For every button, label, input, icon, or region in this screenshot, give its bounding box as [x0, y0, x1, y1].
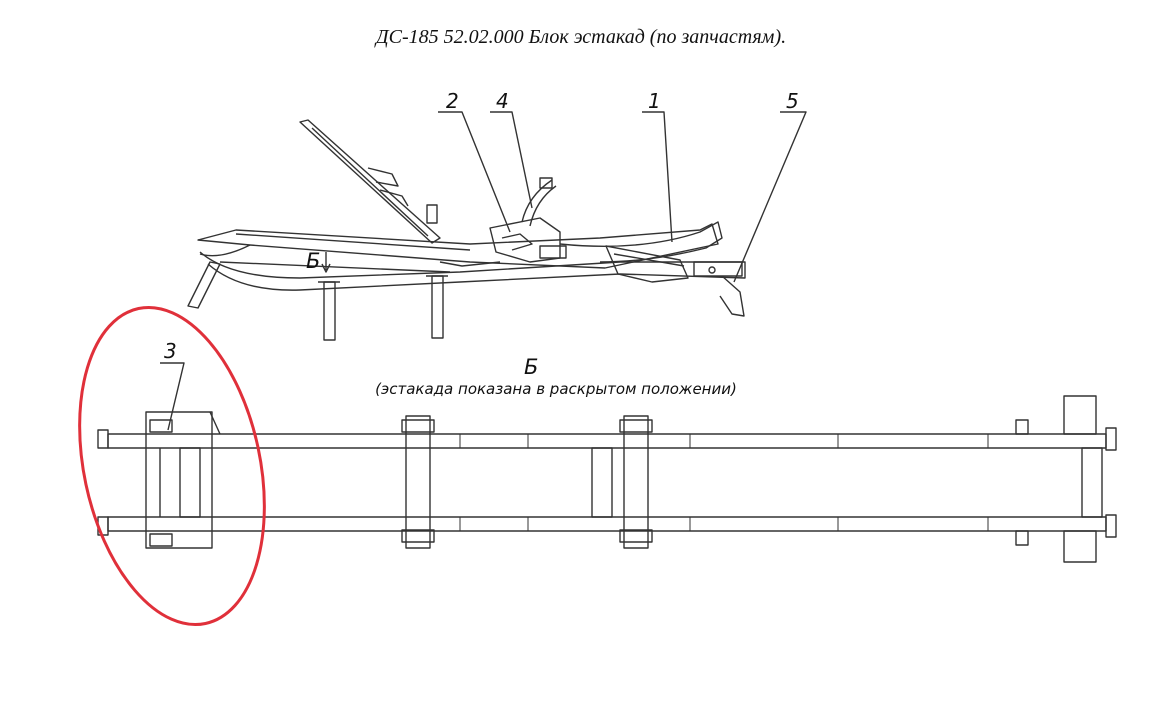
callout-label-2: 2: [446, 89, 459, 113]
side-main-frame: [197, 223, 746, 291]
callout-label-3: 3: [164, 339, 177, 363]
callout-label-1: 1: [648, 89, 661, 113]
view-marker-label: Б: [306, 249, 320, 273]
side-legs: [187, 261, 448, 341]
plan-view: [97, 362, 1117, 563]
deck-section: [559, 221, 745, 317]
cross-support-1: [401, 415, 435, 549]
highlight-ellipse: [78, 305, 266, 627]
page-title: ДС-185 52.02.000 Блок эстакад (по запчас…: [375, 26, 787, 48]
lever-mechanism: [489, 177, 567, 263]
plan-view-label: Б: [524, 355, 538, 379]
plan-view-note: (эстакада показана в раскрытом положении…: [375, 380, 737, 398]
callout-label-5: 5: [786, 89, 799, 113]
rail-joints: [459, 434, 989, 531]
lower-rail: [107, 516, 1107, 532]
left-end-block: [97, 411, 221, 549]
cross-support-2: [591, 415, 653, 549]
right-end-block: [1015, 395, 1117, 563]
side-view: [187, 111, 807, 341]
callout-leaders: [438, 111, 807, 283]
callout-label-4: 4: [496, 89, 509, 113]
view-arrow: [321, 252, 331, 273]
callout-leader-3: [160, 362, 185, 431]
raised-ramp-arm: [299, 119, 441, 244]
